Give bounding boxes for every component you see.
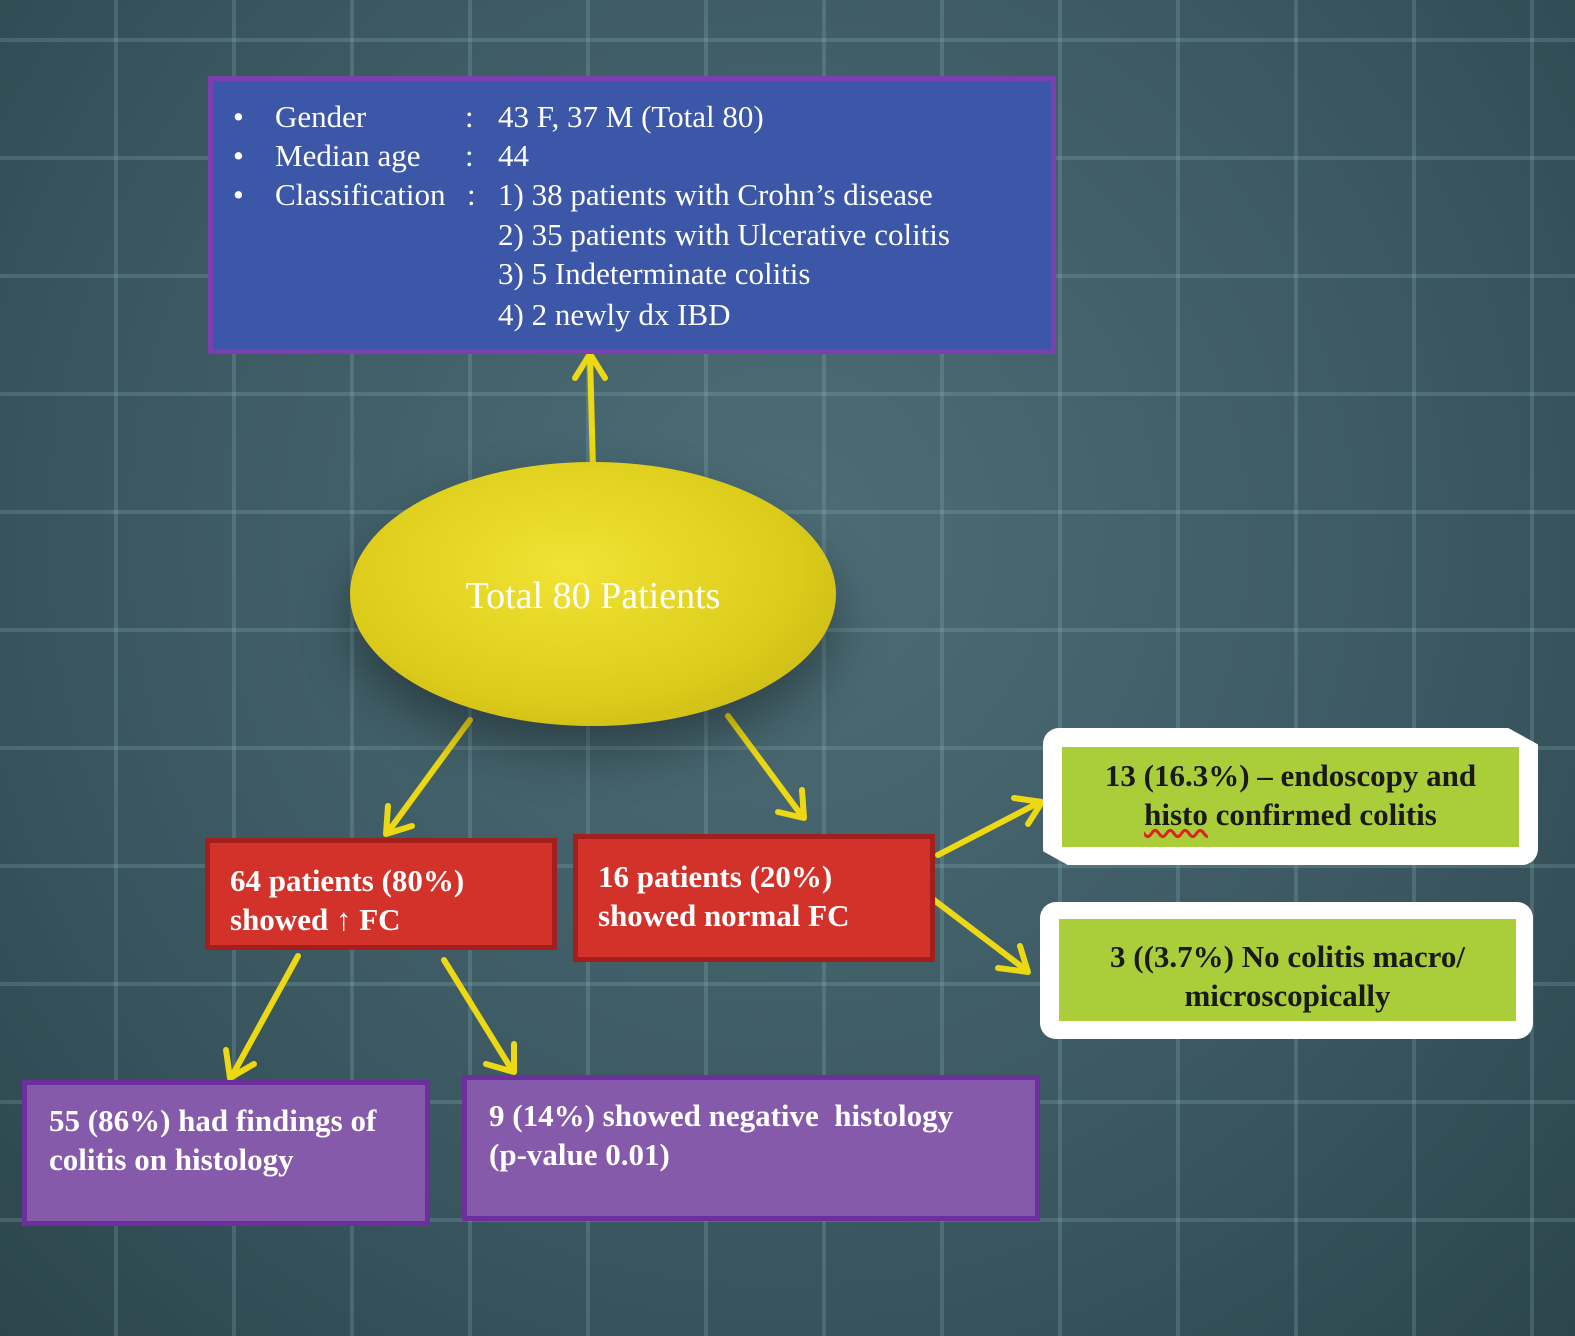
histology-negative-line1: 9 (14%) showed negative histology — [489, 1098, 954, 1133]
confirmed-colitis-box: 13 (16.3%) – endoscopy and histo confirm… — [1062, 747, 1519, 847]
up-arrow-icon: ↑ — [335, 902, 352, 937]
histology-positive-line1: 55 (86%) had findings of — [49, 1103, 377, 1138]
confirmed-colitis-line2-rest: confirmed colitis — [1207, 797, 1437, 832]
colon: : — [467, 177, 476, 212]
age-label: Median age — [275, 138, 421, 173]
elevated-fc-box: 64 patients (80%) showed ↑ FC — [205, 838, 557, 950]
gender-value: 43 F, 37 M (Total 80) — [498, 99, 764, 134]
arrow-to-histology-negative — [441, 957, 517, 1075]
normal-fc-description: showed normal FC — [598, 898, 850, 933]
elevated-fc-suffix: FC — [359, 902, 401, 937]
elevated-fc-count: 64 patients (80%) — [230, 863, 465, 898]
classification-item: 3) 5 Indeterminate colitis — [498, 256, 811, 291]
total-patients-label: Total 80 Patients — [465, 575, 721, 617]
total-patients-ellipse — [350, 462, 836, 726]
histology-positive-line2: colitis on histology — [49, 1142, 294, 1177]
confirmed-colitis-line1: 13 (16.3%) – endoscopy and — [1104, 758, 1477, 793]
histology-negative-box: 9 (14%) showed negative histology (p-val… — [462, 1075, 1040, 1221]
classification-item: 2) 35 patients with Ulcerative colitis — [498, 217, 950, 252]
elevated-fc-prefix: showed — [230, 902, 329, 937]
colon: : — [465, 99, 474, 134]
no-colitis-line1: 3 ((3.7%) No colitis macro/ — [1110, 939, 1465, 974]
confirmed-colitis-line2: histo confirmed colitis — [1062, 795, 1519, 834]
normal-fc-count: 16 patients (20%) — [598, 859, 833, 894]
classification-item: 4) 2 newly dx IBD — [498, 297, 731, 332]
gender-label: Gender — [275, 99, 367, 134]
age-value: 44 — [498, 138, 529, 173]
arrow-to-histology-positive — [223, 953, 301, 1081]
classification-item: 1) 38 patients with Crohn’s disease — [498, 177, 933, 212]
arrow-to-no-colitis — [931, 897, 1031, 975]
classification-label: Classification — [275, 177, 446, 212]
arrow-to-demographics — [572, 351, 608, 471]
arrow-to-normal-fc — [725, 713, 807, 821]
arrow-to-confirmed-colitis — [935, 795, 1045, 858]
spellcheck-word: histo — [1144, 797, 1208, 832]
histology-negative-line2: (p-value 0.01) — [489, 1137, 670, 1172]
elevated-fc-description: showed ↑ FC — [230, 900, 552, 939]
histology-positive-box: 55 (86%) had findings of colitis on hist… — [22, 1080, 430, 1226]
no-colitis-line2: microscopically — [1184, 978, 1391, 1013]
bullet: • — [233, 177, 244, 212]
bullet: • — [233, 99, 244, 134]
bullet: • — [233, 138, 244, 173]
colon: : — [465, 138, 474, 173]
demographics-box: • Gender : 43 F, 37 M (Total 80) • Media… — [208, 76, 1056, 354]
arrow-to-elevated-fc — [383, 717, 473, 837]
normal-fc-box: 16 patients (20%) showed normal FC — [573, 834, 935, 962]
no-colitis-box: 3 ((3.7%) No colitis macro/ microscopica… — [1059, 919, 1516, 1021]
